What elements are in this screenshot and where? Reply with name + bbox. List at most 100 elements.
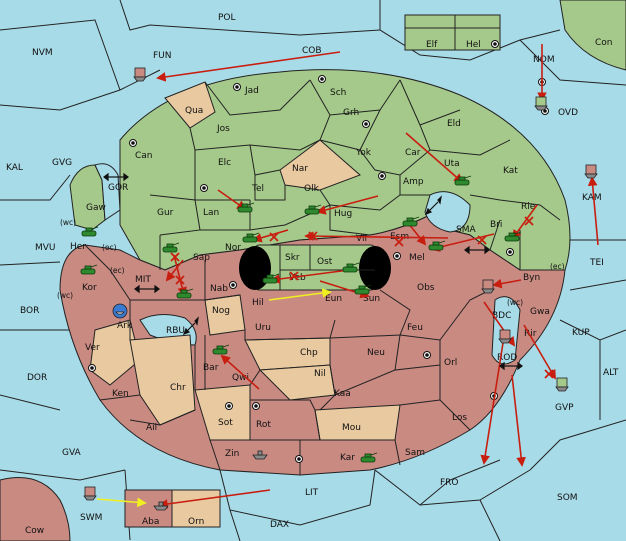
label-skr: Skr <box>285 253 300 263</box>
label-sma: SMA <box>456 225 476 235</box>
label-amp: Amp <box>403 177 424 187</box>
coast-notes: (wc) (ec) (ec) (wc) (wc) (ec) <box>57 218 565 307</box>
label-orl: Orl <box>444 358 457 368</box>
region-nar[interactable] <box>279 139 361 191</box>
label-bdc: BDC <box>492 311 511 321</box>
fleet-units[interactable] <box>83 67 598 511</box>
tank-icon <box>212 344 230 355</box>
supply-center-icon <box>318 75 326 83</box>
arrow-icon <box>134 284 160 294</box>
tank-icon <box>237 202 255 213</box>
label-kar: Kar <box>340 453 355 463</box>
ship-icon <box>112 303 128 319</box>
label-sun: Sun <box>363 294 380 304</box>
label-nor: Nor <box>225 243 241 253</box>
label-nvm: NVM <box>32 48 53 58</box>
label-nom: NOM <box>533 55 555 65</box>
tank-icon <box>81 226 99 237</box>
label-uta: Uta <box>444 159 460 169</box>
svg-text:(ec): (ec) <box>550 262 565 271</box>
tank-icon <box>242 232 260 243</box>
support-orders <box>96 288 332 508</box>
label-tel: Tel <box>251 184 264 194</box>
supply-center-icon <box>423 351 431 359</box>
label-her: Her <box>70 242 86 252</box>
region-qua[interactable] <box>164 81 216 129</box>
label-yok: Yok <box>355 148 372 158</box>
sea-labels: POL NVM FUN COB Con NOM OVD KAL GVG GOR … <box>6 13 619 536</box>
label-swm: SWM <box>80 513 102 523</box>
label-grh: Grh <box>343 108 359 118</box>
label-dax: DAX <box>270 520 289 530</box>
label-rod: ROD <box>497 353 517 363</box>
region-orn[interactable] <box>171 489 221 528</box>
region-cow[interactable] <box>0 477 71 541</box>
label-rir: Rir <box>524 329 537 339</box>
supply-center-icon <box>229 281 237 289</box>
region-ver[interactable] <box>89 319 141 386</box>
label-chr: Chr <box>170 383 186 393</box>
supply-center-icon <box>295 455 303 463</box>
label-gaw: Gaw <box>86 203 106 213</box>
label-chp: Chp <box>300 348 318 358</box>
label-gva: GVA <box>62 448 82 458</box>
label-ver: Ver <box>85 343 100 353</box>
arrow-icon <box>424 195 442 216</box>
label-can: Can <box>135 151 153 161</box>
label-mel: Mel <box>409 253 425 263</box>
label-rbu: RBU <box>166 326 185 336</box>
label-ovd: OVD <box>558 108 578 118</box>
label-neu: Neu <box>367 348 385 358</box>
label-jad: Jad <box>244 86 259 96</box>
label-fun: FUN <box>153 51 172 61</box>
label-lan: Lan <box>203 208 219 218</box>
label-lit: LIT <box>305 488 319 498</box>
label-nar: Nar <box>292 164 308 174</box>
supply-center-icon <box>225 402 233 410</box>
supply-centers <box>88 40 549 463</box>
tank-icon <box>402 216 420 227</box>
label-som: SOM <box>557 493 578 503</box>
label-bor: BOR <box>20 306 39 316</box>
tank-icon <box>428 240 446 251</box>
label-byn: Byn <box>523 273 540 283</box>
label-con: Con <box>595 38 613 48</box>
tank-icon <box>354 284 372 295</box>
ship-icon <box>584 164 598 179</box>
supply-center-icon <box>200 184 208 192</box>
supply-center-icon <box>252 402 260 410</box>
label-sch: Sch <box>330 88 346 98</box>
arrow-icon <box>182 316 199 336</box>
label-jos: Jos <box>216 124 230 134</box>
arrow-icon <box>499 361 523 371</box>
label-ail: Ail <box>146 423 157 433</box>
label-fro: FRO <box>440 478 459 488</box>
label-uru: Uru <box>255 323 271 333</box>
label-eld: Eld <box>447 119 461 129</box>
label-veb: Veb <box>289 273 306 283</box>
ship-icon <box>555 377 569 392</box>
label-obs: Obs <box>417 283 435 293</box>
arrow-icon <box>103 172 129 182</box>
label-gor: GOR <box>108 183 128 193</box>
ship-icon <box>498 329 512 344</box>
label-car: Car <box>405 148 421 158</box>
label-gvg: GVG <box>52 158 72 168</box>
svg-text:(ec): (ec) <box>102 243 117 252</box>
ship-icon <box>481 279 495 294</box>
army-units[interactable] <box>80 175 522 463</box>
failed-order-marks <box>170 216 554 379</box>
label-kam: KAM <box>582 193 602 203</box>
supply-center-icon <box>129 139 137 147</box>
label-rot: Rot <box>256 420 271 430</box>
label-nil: Nil <box>314 369 326 379</box>
ship-icon <box>252 450 268 460</box>
label-sap: Sap <box>193 253 210 263</box>
label-nog: Nog <box>212 306 230 316</box>
label-qwi: Qwi <box>232 373 249 383</box>
label-cob: COB <box>302 46 322 56</box>
label-nab: Nab <box>210 284 228 294</box>
ship-icon <box>534 96 548 111</box>
label-aba: Aba <box>142 517 159 527</box>
